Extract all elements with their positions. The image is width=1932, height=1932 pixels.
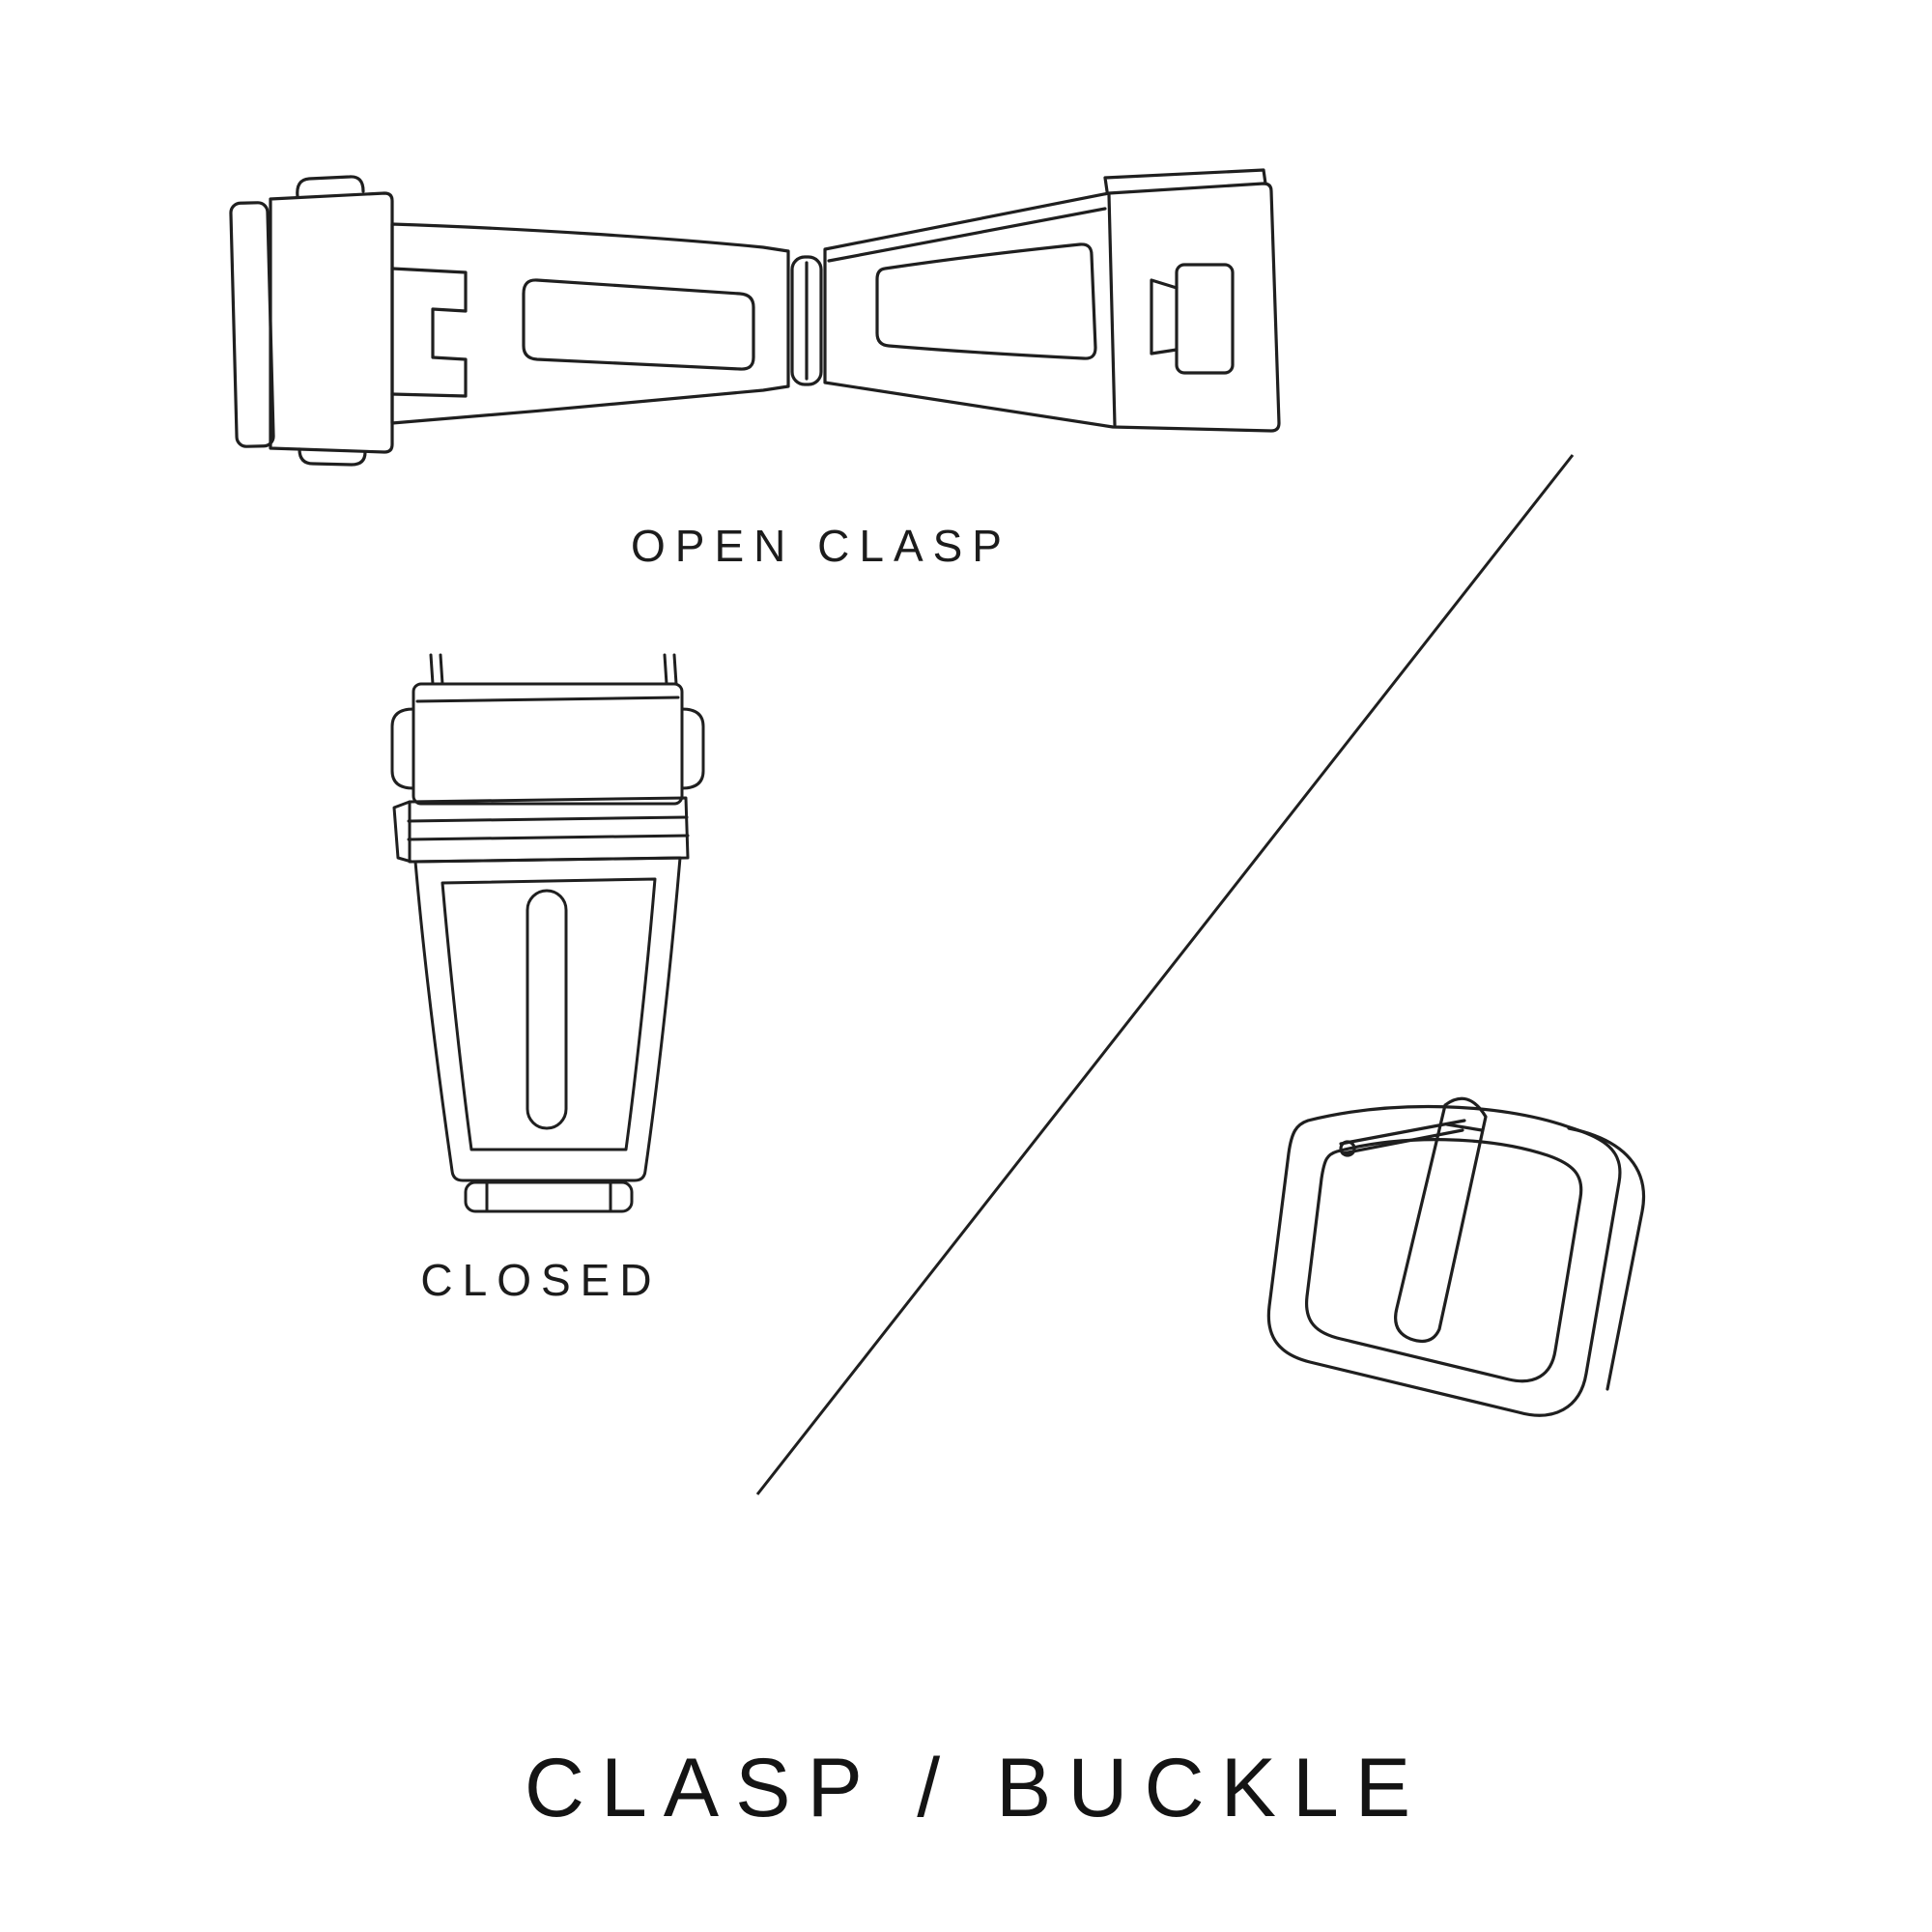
page-title: CLASP / BUCKLE (524, 1742, 1428, 1834)
open-clasp-illustration-icon (229, 168, 1281, 467)
closed-clasp-figure (386, 653, 715, 1233)
open-clasp-figure (222, 164, 1343, 512)
closed-clasp-label: CLOSED (420, 1255, 662, 1305)
buckle-illustration-icon (1266, 1096, 1645, 1417)
buckle-figure (1248, 1090, 1663, 1447)
divider-line (755, 454, 1575, 1495)
open-clasp-label: OPEN CLASP (631, 521, 1011, 571)
closed-clasp-illustration-icon (390, 653, 705, 1213)
